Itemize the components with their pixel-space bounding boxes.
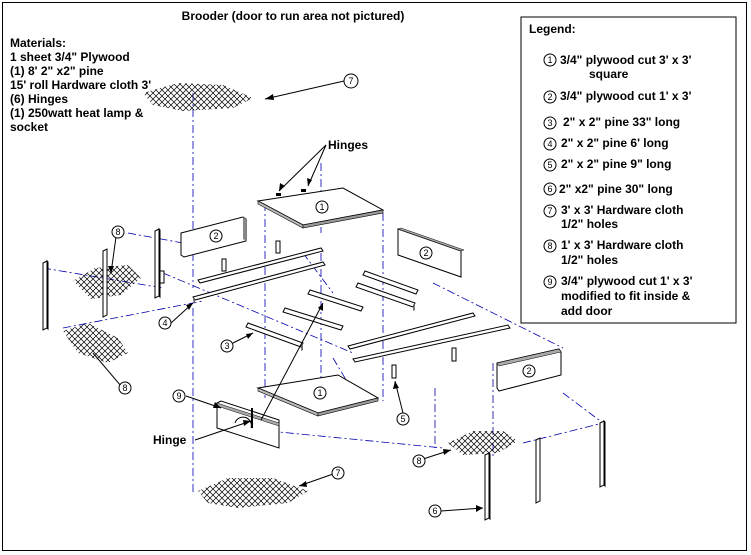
svg-text:3/4" plywood cut 3' x 3': 3/4" plywood cut 3' x 3' [560,53,692,67]
svg-text:9: 9 [176,391,181,401]
legend-item: 6 2" x2" pine 30" long [543,182,673,196]
svg-text:2: 2 [423,248,428,258]
svg-text:8: 8 [416,456,421,466]
hardware-cloth-bottom [198,478,308,508]
svg-text:5: 5 [400,414,405,424]
materials-header: Materials: [10,36,66,50]
callout-2-right: 2 [419,246,433,260]
callout-7-bottom: 7 [331,466,345,480]
legend-item: 3 2" x 2" pine 33" long [543,115,680,130]
hardware-cloth-left-low [63,323,128,363]
pine-posts-9 [159,240,457,379]
svg-text:2: 2 [547,92,552,102]
svg-text:8: 8 [122,383,127,393]
svg-text:modified to fit inside &: modified to fit inside & [561,289,691,303]
callout-8-right: 8 [412,454,426,468]
callout-1-bottom: 1 [313,386,327,400]
svg-text:3/4" plywood cut 1' x 3': 3/4" plywood cut 1' x 3' [560,89,692,103]
svg-text:1: 1 [547,55,552,65]
svg-text:4: 4 [162,318,167,328]
callout-markers: 7 1 2 2 8 4 3 8 1 9 2 5 8 7 6 [111,73,536,518]
svg-text:3: 3 [547,118,552,128]
leader-arrowheads [108,94,483,512]
hardware-cloth-right [448,431,518,455]
diagram-title: Brooder (door to run area not pictured) [182,9,405,23]
svg-text:2: 2 [526,366,531,376]
materials-line: socket [10,120,48,134]
callout-5: 5 [396,412,410,426]
svg-text:add door: add door [561,304,613,318]
svg-text:1/2" holes: 1/2" holes [561,253,618,267]
callout-9: 9 [172,389,186,403]
legend-item: 8 1' x 3' Hardware cloth 1/2" holes [543,238,683,267]
callout-2-left: 2 [209,229,223,243]
callout-8-left: 8 [111,225,125,239]
materials-line: 1 sheet 3/4" Plywood [10,50,130,64]
svg-text:5: 5 [547,160,552,170]
svg-text:3/4" plywood cut 1' x 3': 3/4" plywood cut 1' x 3' [561,274,693,288]
svg-text:1: 1 [319,202,324,212]
svg-text:2: 2 [213,231,218,241]
materials-line: (1) 250watt heat lamp & [10,106,144,120]
materials-line: (1) 8' 2" x2" pine [10,64,104,78]
legend-header: Legend: [529,22,576,36]
svg-text:1/2" holes: 1/2" holes [561,217,618,231]
legend-item: 7 3' x 3' Hardware cloth 1/2" holes [543,203,683,231]
materials-line: 15' roll Hardware cloth 3' [10,78,151,92]
materials-list: Materials: 1 sheet 3/4" Plywood (1) 8' 2… [10,36,151,134]
svg-text:6: 6 [547,184,552,194]
pine-rails-33 [245,270,419,351]
svg-text:square: square [589,67,629,81]
legend-item: 1 3/4" plywood cut 3' x 3' square [543,53,692,81]
legend-item: 5 2" x 2" pine 9" long [543,157,671,172]
svg-text:2" x 2" pine 9" long: 2" x 2" pine 9" long [561,157,671,171]
svg-text:7: 7 [335,468,340,478]
pine-posts-30 [42,227,606,521]
svg-text:2" x 2" pine 6' long: 2" x 2" pine 6' long [561,136,669,150]
svg-text:1: 1 [317,388,322,398]
svg-text:4: 4 [547,139,552,149]
svg-text:8: 8 [115,227,120,237]
svg-text:2" x 2" pine 33" long: 2" x 2" pine 33" long [563,115,680,129]
callout-2-front: 2 [522,364,536,378]
callout-3: 3 [220,339,234,353]
svg-text:7: 7 [348,76,353,86]
legend-item: 2 3/4" plywood cut 1' x 3' [543,89,692,104]
legend: Legend: 1 3/4" plywood cut 3' x 3' squar… [520,16,737,324]
svg-text:7: 7 [547,206,552,216]
materials-line: (6) Hinges [10,92,68,106]
callout-8-left-low: 8 [118,381,132,395]
callout-1-top: 1 [315,200,329,214]
svg-text:1' x 3' Hardware cloth: 1' x 3' Hardware cloth [561,238,683,252]
hardware-cloth-top [143,83,253,111]
callout-4: 4 [158,316,172,330]
pine-rails-long [192,247,511,363]
hinge-label: Hinge [153,433,187,447]
svg-text:2" x2" pine 30" long: 2" x2" pine 30" long [559,182,673,196]
legend-item: 9 3/4" plywood cut 1' x 3' modified to f… [543,274,693,318]
legend-item: 4 2" x 2" pine 6' long [543,136,669,151]
svg-text:6: 6 [432,506,437,516]
svg-text:8: 8 [547,241,552,251]
svg-text:3' x 3' Hardware cloth: 3' x 3' Hardware cloth [561,203,683,217]
callout-7-top: 7 [343,73,359,89]
callout-6: 6 [428,504,442,518]
svg-text:9: 9 [547,277,552,287]
svg-text:3: 3 [224,341,229,351]
plywood-door [216,400,280,449]
hinges-label: Hinges [328,138,368,152]
brooder-diagram: Brooder (door to run area not pictured) … [10,9,737,521]
